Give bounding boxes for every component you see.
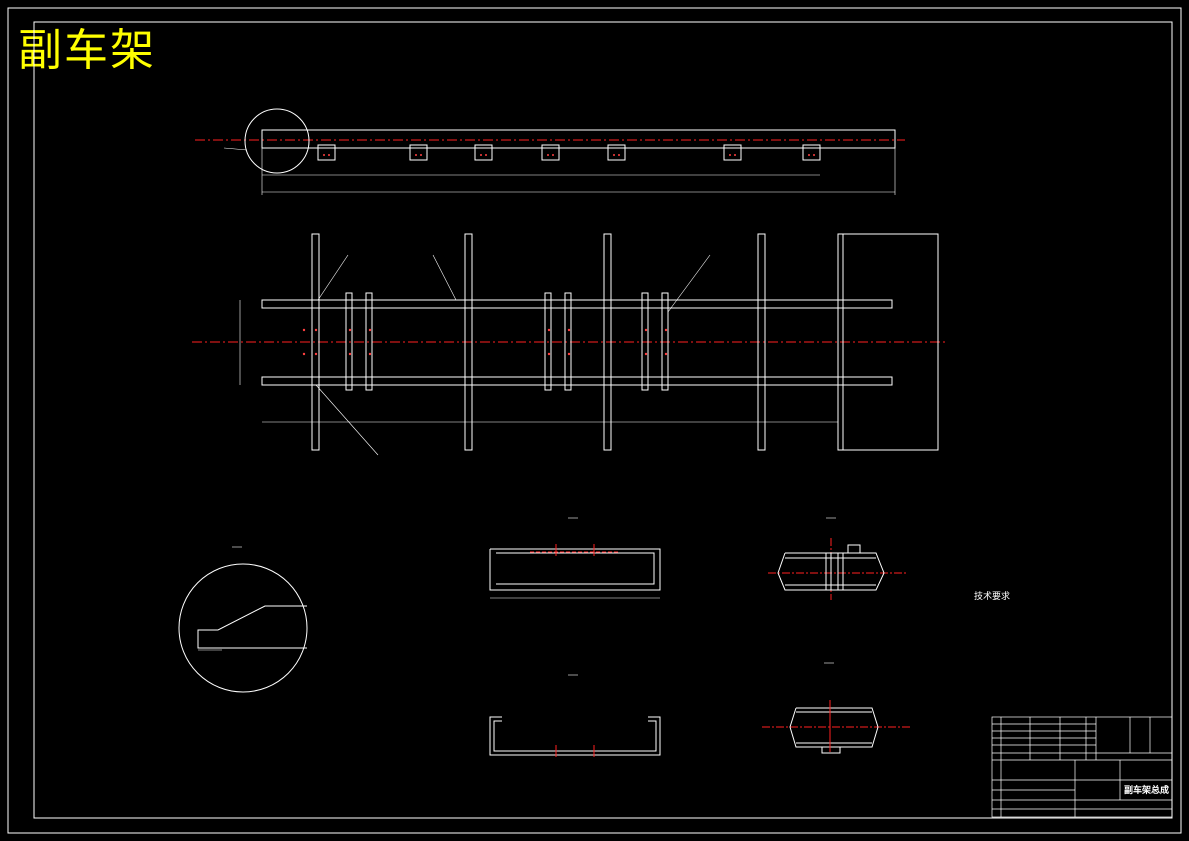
longitudinal-rail-lower xyxy=(261,376,893,386)
reinforcement-4 xyxy=(564,292,572,391)
side-view-brackets xyxy=(317,144,821,161)
section-c-c xyxy=(768,517,908,600)
title-block xyxy=(991,716,1173,818)
drawing-title: 副车架 xyxy=(18,25,156,76)
cross-member-1 xyxy=(311,233,320,451)
outer-frame xyxy=(7,7,1182,834)
section-e-e xyxy=(762,662,910,754)
detail-view xyxy=(178,546,308,693)
side-view xyxy=(195,108,905,195)
reinforcement-6 xyxy=(661,292,669,391)
side-view-beam xyxy=(261,129,896,149)
section-d-d xyxy=(489,674,661,757)
detail-view-circle xyxy=(178,563,308,693)
cross-member-4 xyxy=(757,233,766,451)
detail-circle-callout xyxy=(244,108,310,174)
plan-view-welds xyxy=(302,328,668,356)
reinforcement-3 xyxy=(544,292,552,391)
technical-notes: 技术要求 xyxy=(962,593,1010,605)
reinforcement-2 xyxy=(365,292,373,391)
cross-member-3 xyxy=(603,233,612,451)
rear-plate xyxy=(837,233,939,451)
reinforcement-5 xyxy=(641,292,649,391)
plan-view xyxy=(192,233,948,456)
cross-member-2 xyxy=(464,233,473,451)
side-view-welds xyxy=(323,154,815,156)
longitudinal-rail-upper xyxy=(261,299,893,309)
reinforcement-1 xyxy=(345,292,353,391)
section-b-b xyxy=(489,517,661,599)
technical-notes-heading: 技术要求 xyxy=(974,592,1011,602)
inner-frame xyxy=(33,21,1173,819)
title-block-drawing-name: 副车架总成 xyxy=(1124,786,1170,796)
detail-view-profile xyxy=(197,605,307,649)
